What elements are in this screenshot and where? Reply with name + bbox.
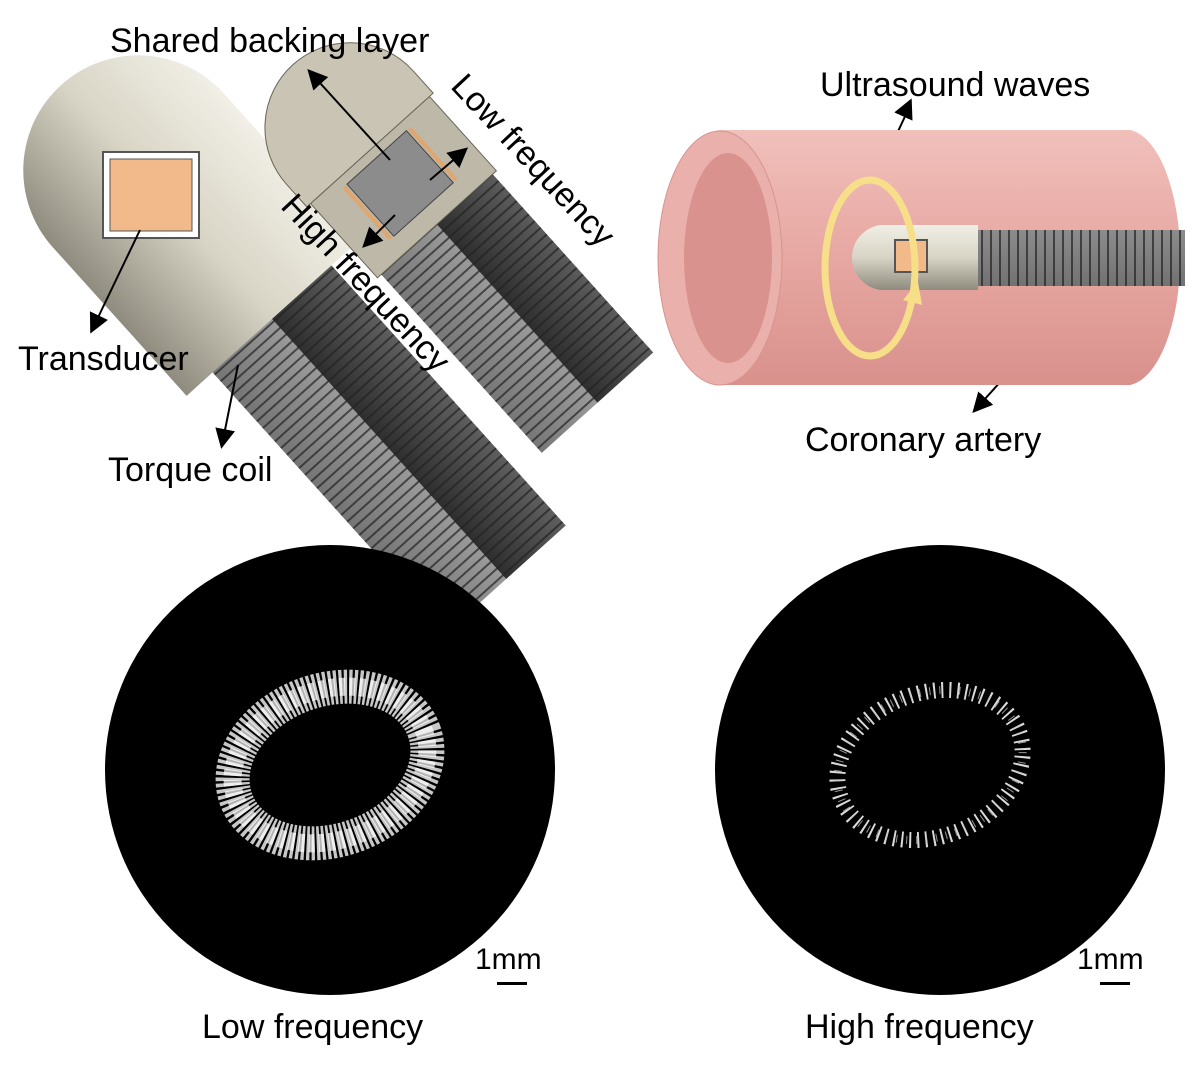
label-coronary-artery: Coronary artery	[805, 421, 1042, 459]
caption-low-frequency: Low frequency	[202, 1008, 424, 1046]
label-ultrasound-waves: Ultrasound waves	[820, 66, 1091, 104]
scale-bar-label-low: 1mm	[475, 943, 542, 976]
ivus-image-high	[715, 545, 1165, 995]
label-shared-backing-layer: Shared backing layer	[110, 22, 430, 60]
scale-bar-label-high: 1mm	[1077, 943, 1144, 976]
ivus-image-low	[105, 545, 555, 995]
catheter-exploded	[264, 42, 654, 453]
label-torque-coil: Torque coil	[108, 451, 273, 489]
torque-coil	[205, 257, 566, 633]
catheter-assembled	[23, 55, 566, 633]
coronary-artery-illustration	[657, 130, 1185, 386]
backing-layer	[346, 129, 454, 237]
caption-high-frequency: High frequency	[805, 1008, 1034, 1046]
ultrasound-wave-ring	[821, 176, 919, 360]
label-transducer: Transducer	[18, 340, 189, 378]
transducer-element	[109, 158, 193, 232]
